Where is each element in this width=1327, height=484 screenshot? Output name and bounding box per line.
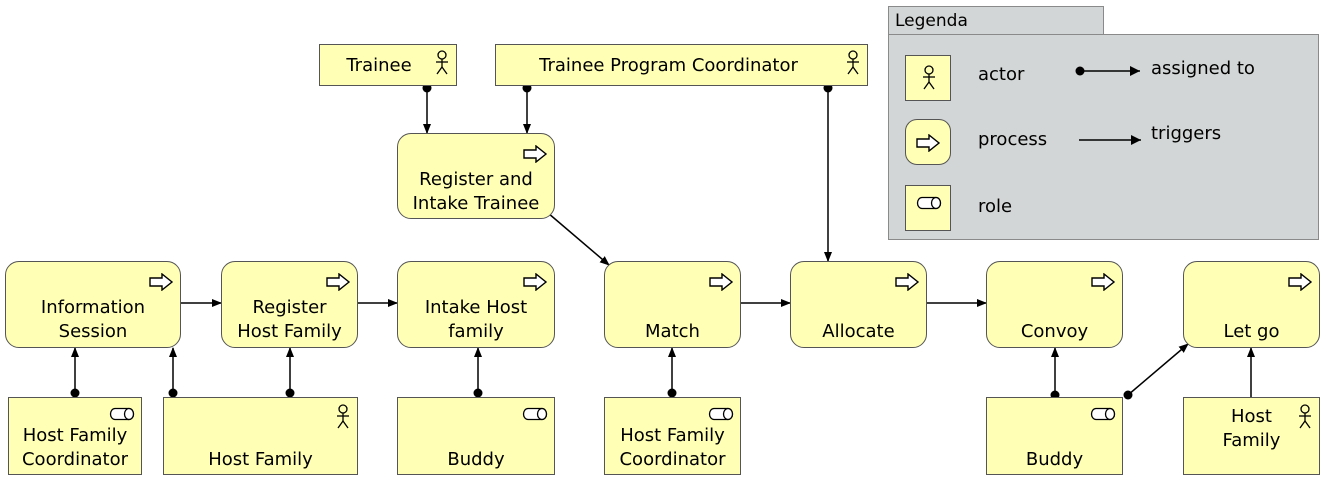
- actor-icon: [1299, 404, 1311, 429]
- node-buddy-1[interactable]: Buddy: [397, 397, 555, 475]
- edge-buddy1-to-intake-host: [473, 347, 483, 398]
- legend-title: Legenda: [888, 6, 1104, 35]
- role-icon: [708, 407, 734, 421]
- process-arrow-icon: [916, 134, 941, 152]
- legend-assigned-to-line: [1075, 66, 1140, 76]
- edge-tpc-to-register-intake: [522, 83, 532, 134]
- process-arrow-icon: [1288, 273, 1313, 291]
- process-arrow-icon: [326, 273, 351, 291]
- actor-icon: [337, 404, 349, 429]
- role-icon: [109, 407, 135, 421]
- edge-hfc1-to-info: [70, 347, 80, 398]
- edge-buddy2-to-convoy: [1050, 347, 1060, 400]
- legend-process-label: process: [978, 129, 1048, 150]
- node-label: Information Session: [40, 297, 146, 342]
- node-label: Allocate: [822, 321, 895, 342]
- edge-tpc-to-allocate: [823, 83, 833, 262]
- legend-process-swatch: [905, 119, 951, 165]
- node-allocate[interactable]: Allocate: [790, 261, 927, 348]
- node-label: Host Family: [208, 449, 313, 470]
- legend-actor-swatch: [905, 55, 951, 101]
- node-label: Convoy: [1020, 321, 1089, 342]
- process-arrow-icon: [709, 273, 734, 291]
- node-trainee-program-coordinator[interactable]: Trainee Program Coordinator: [495, 44, 868, 86]
- legend-panel: actor process role assigned to triggers: [888, 34, 1319, 240]
- legend-triggers-line: [1079, 135, 1141, 145]
- node-intake-host-family[interactable]: Intake Host family: [397, 261, 555, 348]
- node-label: Let go: [1223, 321, 1280, 342]
- process-arrow-icon: [895, 273, 920, 291]
- actor-icon: [436, 50, 448, 75]
- node-let-go[interactable]: Let go: [1183, 261, 1320, 348]
- node-host-family-2[interactable]: Host Family: [1183, 397, 1320, 475]
- node-label: Host Family: [1222, 406, 1281, 451]
- edge-hf-to-info: [168, 347, 178, 398]
- node-host-family-coordinator-1[interactable]: Host Family Coordinator: [8, 397, 142, 475]
- legend-triggers-label: triggers: [1151, 123, 1222, 144]
- node-label: Register and Intake Trainee: [412, 169, 540, 214]
- process-arrow-icon: [149, 273, 174, 291]
- node-label: Trainee Program Coordinator: [539, 55, 798, 76]
- legend-role-label: role: [978, 196, 1013, 217]
- process-arrow-icon: [1091, 273, 1116, 291]
- node-convoy[interactable]: Convoy: [986, 261, 1123, 348]
- actor-icon: [847, 50, 859, 75]
- edge-trainee-to-register-intake: [422, 83, 432, 134]
- process-arrow-icon: [523, 145, 548, 163]
- node-label: Trainee: [346, 55, 412, 76]
- legend-actor-label: actor: [978, 64, 1025, 85]
- node-host-family[interactable]: Host Family: [163, 397, 358, 475]
- role-icon: [522, 407, 548, 421]
- node-label: Intake Host family: [424, 297, 528, 342]
- edge-hf-to-register-host: [285, 347, 295, 398]
- node-register-host-family[interactable]: Register Host Family: [221, 261, 358, 348]
- role-icon: [1090, 407, 1116, 421]
- actor-icon: [923, 65, 935, 90]
- edge-hfc2-to-match: [667, 347, 677, 398]
- node-trainee[interactable]: Trainee: [319, 44, 457, 86]
- node-information-session[interactable]: Information Session: [5, 261, 181, 348]
- role-icon: [916, 196, 942, 210]
- legend-role-swatch: [905, 185, 951, 231]
- node-label: Register Host Family: [237, 297, 342, 342]
- process-arrow-icon: [523, 273, 548, 291]
- node-buddy-2[interactable]: Buddy: [986, 397, 1123, 475]
- node-register-intake-trainee[interactable]: Register and Intake Trainee: [397, 133, 555, 219]
- edge-buddy2-to-letgo: [1123, 343, 1189, 400]
- legend-assigned-to-label: assigned to: [1151, 58, 1255, 79]
- node-label: Match: [645, 321, 700, 342]
- node-label: Host Family Coordinator: [21, 425, 128, 470]
- edge-register-intake-to-match: [547, 212, 610, 266]
- node-label: Buddy: [1025, 449, 1084, 470]
- node-host-family-coordinator-2[interactable]: Host Family Coordinator: [604, 397, 741, 475]
- node-match[interactable]: Match: [604, 261, 741, 348]
- node-label: Buddy: [447, 449, 505, 470]
- node-label: Host Family Coordinator: [619, 425, 726, 470]
